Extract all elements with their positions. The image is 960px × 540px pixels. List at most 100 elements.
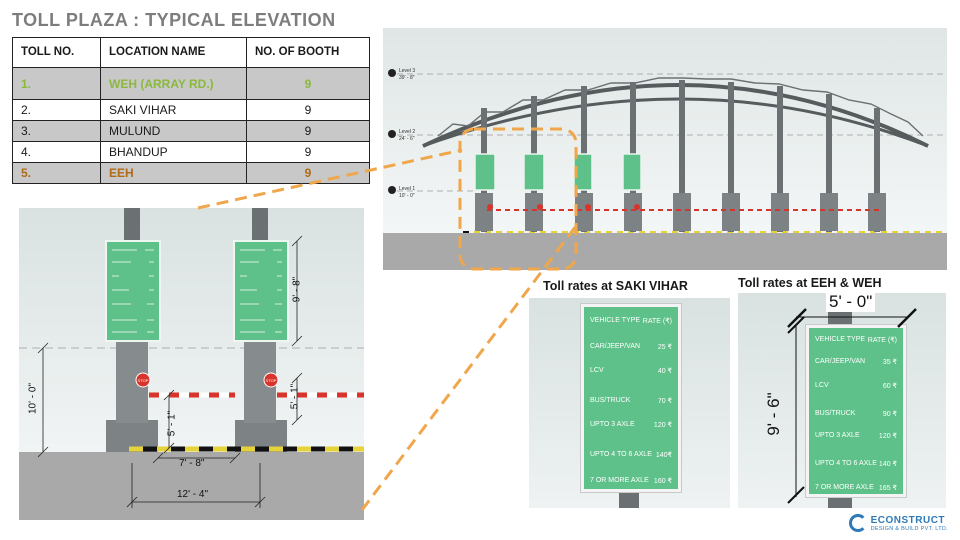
dimension-lines [37, 235, 303, 508]
sign-height-dim: 9' - 8" [291, 276, 303, 303]
booth-width-dim: 7' - 8" [179, 458, 205, 469]
booth-detail-drawing: STOP STOP [19, 208, 364, 520]
road-surface [383, 233, 947, 270]
level-3-marker-icon [388, 69, 396, 77]
rate-value: 70 ₹ [657, 398, 672, 405]
rate-type: BUS/TRUCK [590, 397, 631, 404]
toll-no-cell: 1. [12, 67, 101, 100]
rate-type: 7 OR MORE AXLE [590, 477, 649, 484]
toll-no-cell: 5. [12, 162, 101, 184]
rate-value: 165 ₹ [878, 485, 897, 492]
booth-count-cell: 9 [246, 67, 370, 100]
location-cell: SAKI VIHAR [100, 99, 247, 121]
level-2-marker-icon [388, 130, 396, 138]
rate-value: 120 ₹ [878, 433, 897, 440]
pole-height-dim: 10' - 0" [27, 382, 39, 415]
rate-header-type: VEHICLE TYPE [815, 336, 866, 343]
stop-sign-left-label: STOP [138, 378, 149, 383]
stop-sign-right-icon [263, 372, 279, 388]
table-row: 1. WEH (ARRAY RD.) 9 [12, 67, 370, 100]
barrier-gap-dim: 5' - 1" [166, 410, 178, 437]
toll-plaza-table: TOLL NO. LOCATION NAME NO. OF BOOTH 1. W… [12, 37, 370, 184]
elevation-view: Level 3 39' - 8" Level 2 24' - 6" Level … [383, 28, 947, 270]
rate-value: 90 ₹ [882, 411, 897, 418]
toll-no-cell: 2. [12, 99, 101, 121]
barrier-height-dim: 5' - 1" [289, 383, 301, 410]
rate-header-type: VEHICLE TYPE [590, 317, 641, 324]
table-row: 2. SAKI VIHAR 9 [12, 99, 370, 121]
header-toll-no: TOLL NO. [12, 37, 101, 68]
booth-bases [475, 193, 886, 231]
logo-name: ECONSTRUCT [870, 514, 946, 526]
location-cell: MULUND [100, 120, 247, 142]
booth-detail-view: STOP STOP [19, 208, 364, 520]
level-3-name: Level 3 [399, 68, 415, 74]
eeh-weh-height-dim: 9' - 6" [764, 392, 783, 436]
saki-vihar-caption: Toll rates at SAKI VIHAR [543, 279, 688, 293]
rate-value: 140 ₹ [878, 461, 897, 468]
rate-type: UPTO 3 AXLE [815, 432, 860, 439]
rate-type: UPTO 4 TO 6 AXLE [590, 451, 652, 458]
rate-value: 140₹ [655, 452, 672, 459]
level-2-value: 24' - 6" [399, 136, 415, 142]
toll-no-cell: 4. [12, 141, 101, 163]
sign-board-text-lines [112, 249, 282, 333]
booth-count-cell: 9 [246, 162, 370, 184]
header-no-of-booth: NO. OF BOOTH [246, 37, 370, 68]
stop-sign-right-label: STOP [266, 378, 277, 383]
econstruct-logo-icon [848, 514, 867, 532]
location-cell: WEH (ARRAY RD.) [100, 67, 247, 100]
rate-type: BUS/TRUCK [815, 410, 856, 417]
page-title: TOLL PLAZA : TYPICAL ELEVATION [12, 10, 336, 30]
eeh-weh-width-dim: 5' - 0" [826, 292, 876, 312]
company-logo: ECONSTRUCT DESIGN & BUILD PVT. LTD. [848, 514, 948, 532]
rate-type: UPTO 4 TO 6 AXLE [815, 460, 877, 467]
toll-no-cell: 3. [12, 120, 101, 142]
sign-board-right [233, 240, 289, 342]
eeh-weh-caption: Toll rates at EEH & WEH [738, 276, 882, 290]
sign-pole [619, 488, 639, 508]
eeh-weh-dimensions [787, 308, 917, 504]
rate-type: UPTO 3 AXLE [590, 421, 635, 428]
location-cell: EEH [100, 162, 247, 184]
rate-value: 40 ₹ [657, 368, 672, 375]
rate-value: 25 ₹ [657, 344, 672, 351]
rate-header-rate: RATE (₹) [867, 337, 897, 344]
road-surface [19, 452, 364, 520]
booth-count-cell: 9 [246, 120, 370, 142]
rate-value: 120 ₹ [653, 422, 672, 429]
rate-type: 7 OR MORE AXLE [815, 484, 874, 491]
level-1-value: 10' - 0" [399, 193, 415, 199]
booth-count-cell: 9 [246, 99, 370, 121]
header-location-name: LOCATION NAME [100, 37, 247, 68]
rate-header-rate: RATE (₹) [642, 318, 672, 325]
canopy-truss-web [437, 77, 924, 137]
rate-type: CAR/JEEP/VAN [815, 358, 866, 365]
booth-count-cell: 9 [246, 141, 370, 163]
location-cell: BHANDUP [100, 141, 247, 163]
rate-value: 60 ₹ [882, 383, 897, 390]
table-header-row: TOLL NO. LOCATION NAME NO. OF BOOTH [12, 37, 370, 68]
booth-spacing-dim: 12' - 4" [177, 489, 209, 500]
level-2-name: Level 2 [399, 129, 415, 135]
level-1-name: Level 1 [399, 186, 415, 192]
logo-subtitle: DESIGN & BUILD PVT. LTD. [870, 525, 948, 532]
level-3-value: 39' - 8" [399, 75, 415, 81]
rate-type: LCV [815, 382, 829, 389]
rate-type: LCV [590, 367, 604, 374]
elevation-drawing: Level 3 39' - 8" Level 2 24' - 6" Level … [383, 28, 947, 270]
sky-background [19, 208, 364, 452]
rate-value: 160 ₹ [653, 478, 672, 485]
stop-sign-left-icon [135, 372, 151, 388]
rate-value: 35 ₹ [882, 359, 897, 366]
table-row: 4. BHANDUP 9 [12, 141, 370, 163]
rate-type: CAR/JEEP/VAN [590, 343, 641, 350]
sign-board-left [105, 240, 161, 342]
table-row: 5. EEH 9 [12, 162, 370, 184]
level-1-marker-icon [388, 186, 396, 194]
table-row: 3. MULUND 9 [12, 120, 370, 142]
